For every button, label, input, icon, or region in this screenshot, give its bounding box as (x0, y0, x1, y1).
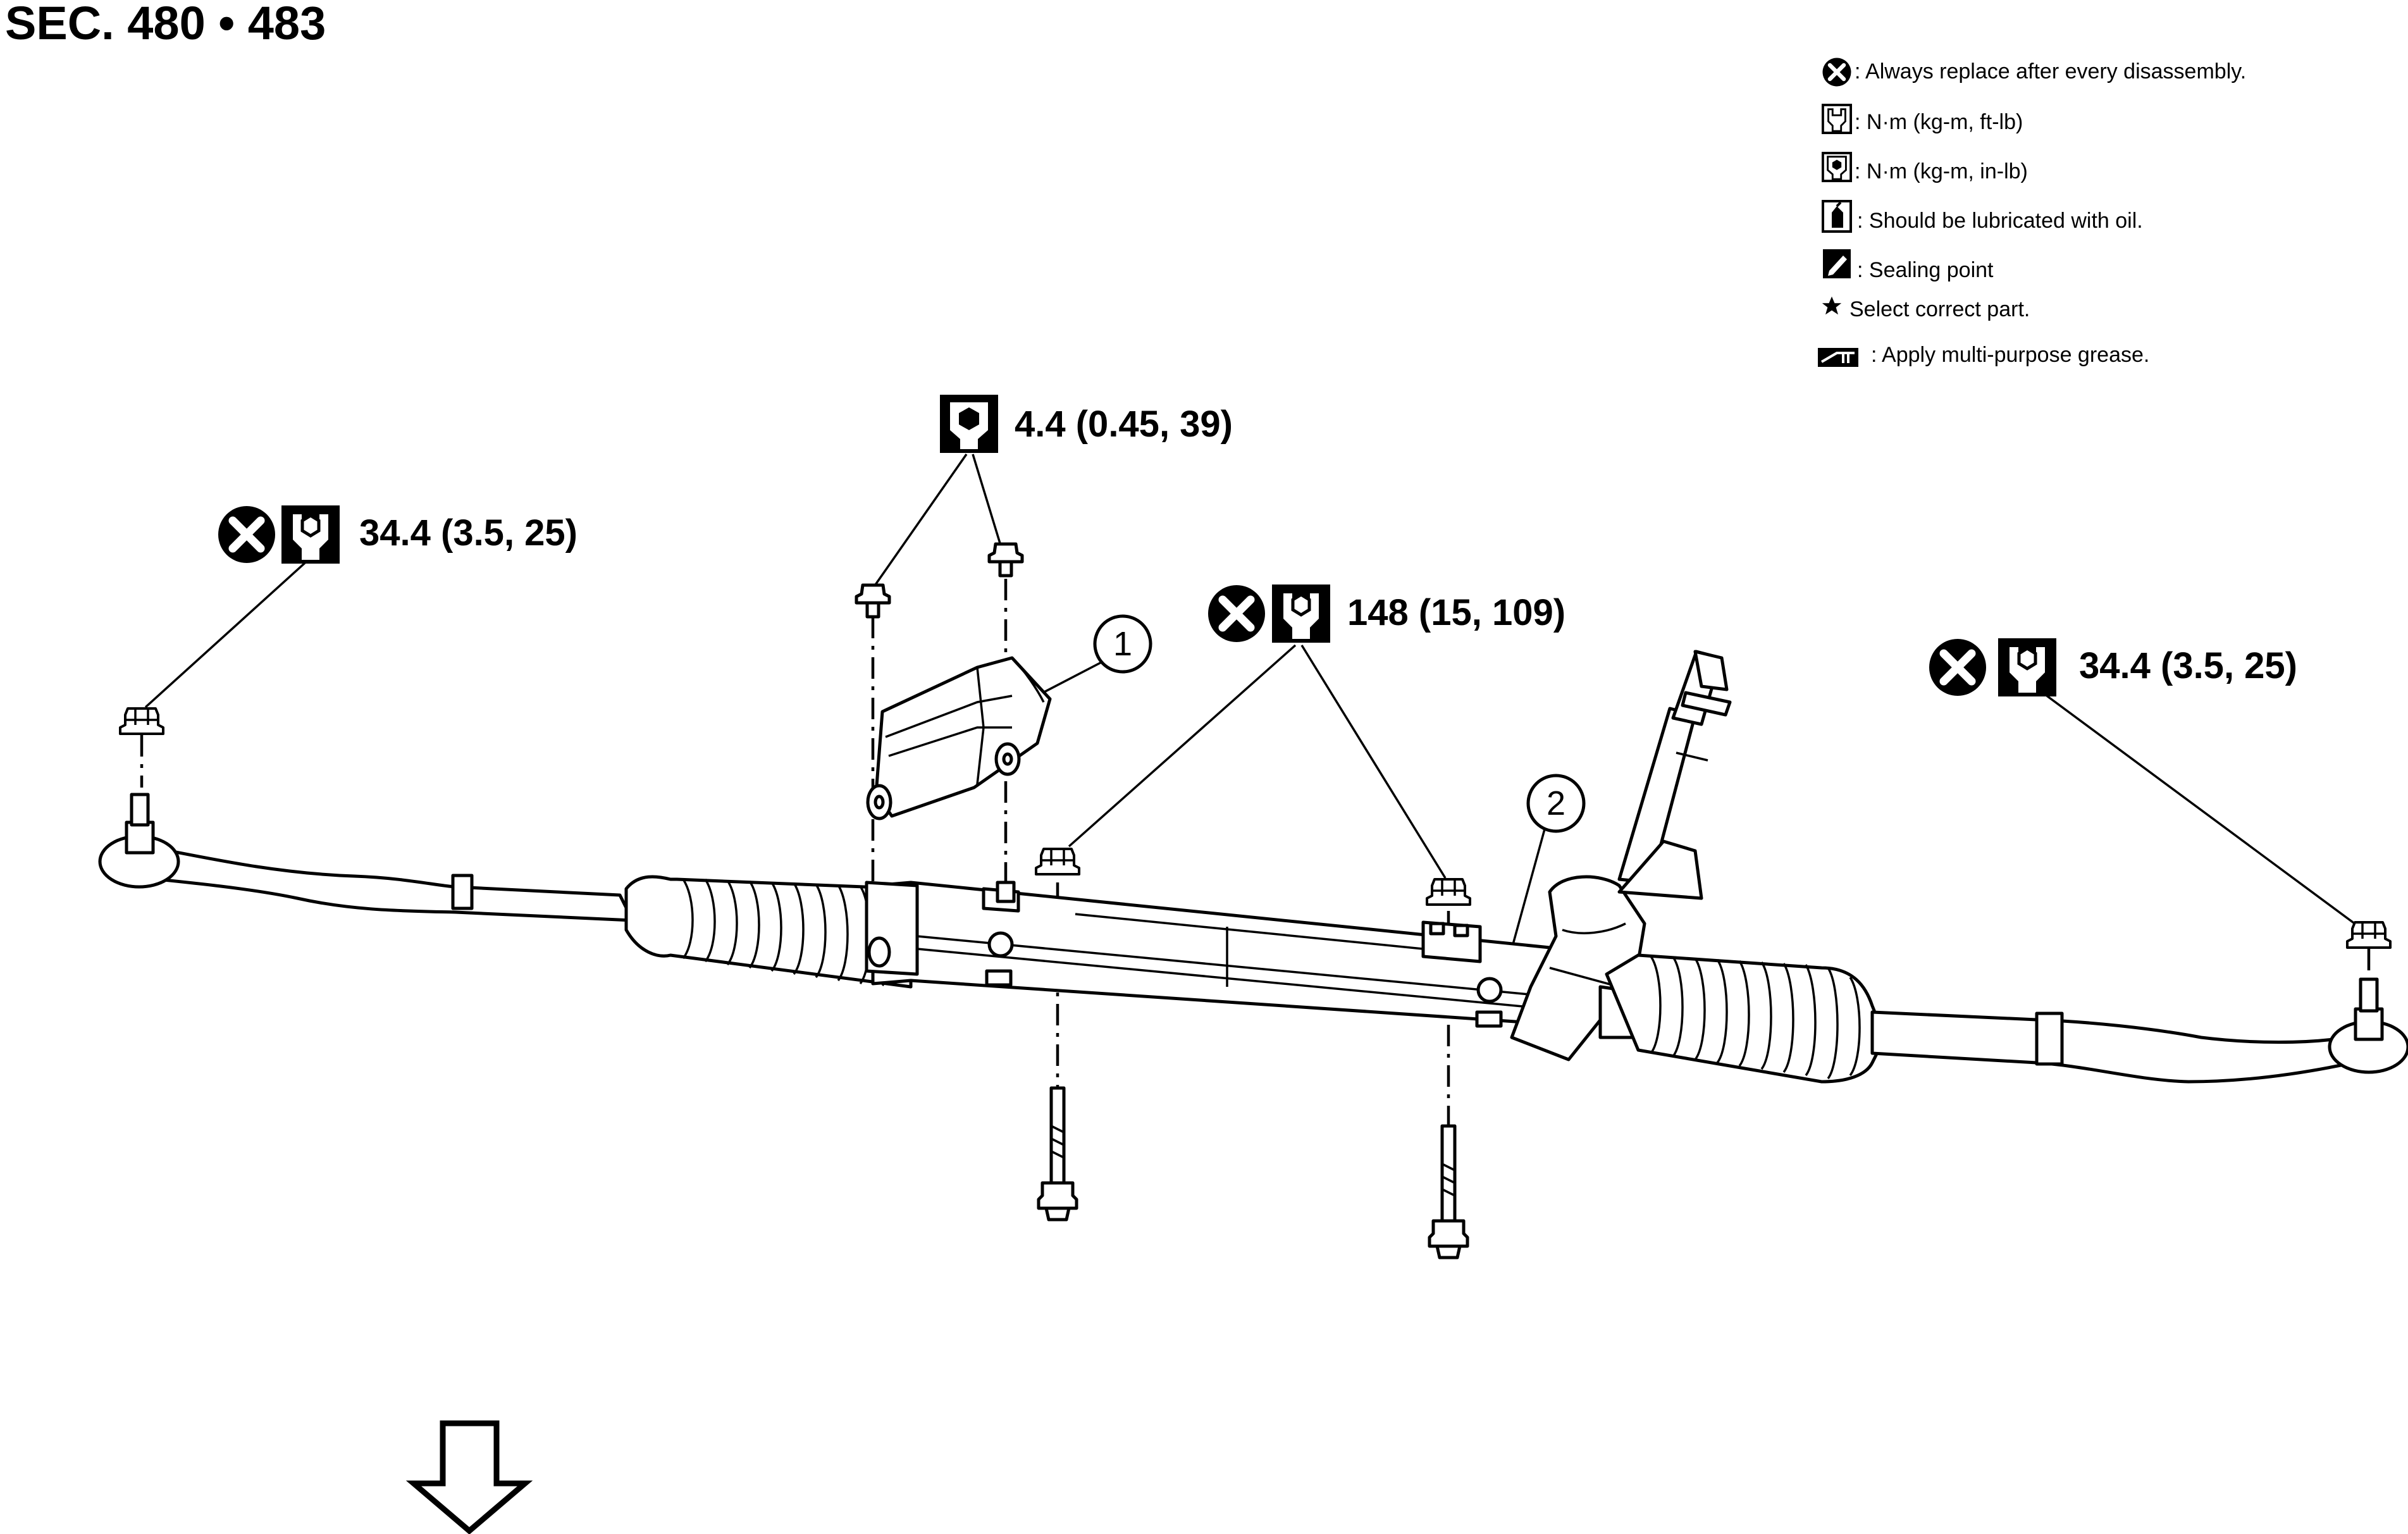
mounting-nut-right (1426, 878, 1471, 906)
mounting-bolt-right (1428, 1124, 1469, 1259)
torque-ftlb-icon (1998, 638, 2056, 696)
always-replace-icon (1929, 639, 1986, 696)
steering-rack-assembly (98, 650, 2408, 1084)
right-mounting-bracket (1421, 920, 1482, 963)
grease-icon (1818, 348, 1858, 367)
legend-text-oil: : Should be lubricated with oil. (1857, 209, 2143, 233)
left-tie-rod (118, 839, 634, 922)
torque-label-right-tie-rod-nut: 34.4 (3.5, 25) (1929, 638, 2297, 696)
torque-inlb-icon (940, 395, 998, 453)
always-replace-icon (1208, 585, 1265, 642)
right-boot (1605, 953, 1887, 1084)
right-tie-rod (1870, 1010, 2355, 1084)
front-direction-arrow (405, 1420, 533, 1534)
right-ball-joint (2328, 977, 2408, 1074)
callout-number-2: 2 (1547, 784, 1565, 822)
left-mounting-bracket (865, 881, 919, 976)
torque-label-left-tie-rod-nut: 34.4 (3.5, 25) (218, 505, 577, 564)
right-tie-rod-nut (2346, 921, 2392, 949)
cover-bolt-right (987, 542, 1024, 578)
section-title: SEC. 480 • 483 (5, 0, 326, 49)
mounting-nut-left (1035, 848, 1080, 875)
tie-rod-collar-right (2035, 1011, 2064, 1066)
legend-text-grease: : Apply multi-purpose grease. (1871, 343, 2149, 367)
mounting-bolt-left (1037, 1086, 1078, 1222)
pinion-shaft (1617, 650, 1732, 900)
torque-label-mounting-nuts: 148 (15, 109) (1208, 585, 1565, 643)
torque-label-cover-bolts: 4.4 (0.45, 39) (940, 395, 1233, 453)
torque-value-cover-bolts: 4.4 (0.45, 39) (1015, 404, 1233, 445)
legend: : Always replace after every disassembly… (1818, 58, 2246, 367)
oil-can-icon (1822, 200, 1852, 233)
callout-2: 2 (1510, 774, 1586, 949)
torque-inlb-icon (1821, 151, 1853, 183)
torque-value-mounting-nuts: 148 (15, 109) (1347, 592, 1565, 633)
legend-text-inlb: : N·m (kg-m, in-lb) (1855, 159, 2028, 183)
legend-text-star: Select correct part. (1849, 297, 2030, 321)
legend-text-ftlb: : N·m (kg-m, ft-lb) (1855, 110, 2023, 134)
torque-ftlb-icon (281, 505, 340, 564)
torque-value-left-tie-rod-nut: 34.4 (3.5, 25) (359, 512, 577, 554)
always-replace-icon (1823, 58, 1851, 87)
sealing-point-icon (1823, 249, 1851, 278)
star-icon (1822, 296, 1842, 315)
left-ball-joint (98, 793, 180, 889)
torque-ftlb-icon (1272, 585, 1330, 643)
leader-lines (144, 453, 2359, 927)
callout-number-1: 1 (1113, 625, 1132, 663)
torque-ftlb-icon (1821, 103, 1853, 135)
always-replace-icon (218, 506, 275, 563)
callout-1: 1 (1024, 614, 1152, 703)
torque-value-right-tie-rod-nut: 34.4 (3.5, 25) (2079, 645, 2297, 686)
cover-bolt-left (855, 583, 891, 619)
cover-bolt-lower (996, 881, 1016, 903)
tie-rod-collar-left (451, 874, 474, 910)
legend-text-sealing: : Sealing point (1857, 258, 1994, 282)
legend-text-replace: : Always replace after every disassembly… (1855, 59, 2246, 84)
left-tie-rod-nut (119, 707, 164, 735)
rack-cover (866, 656, 1052, 820)
